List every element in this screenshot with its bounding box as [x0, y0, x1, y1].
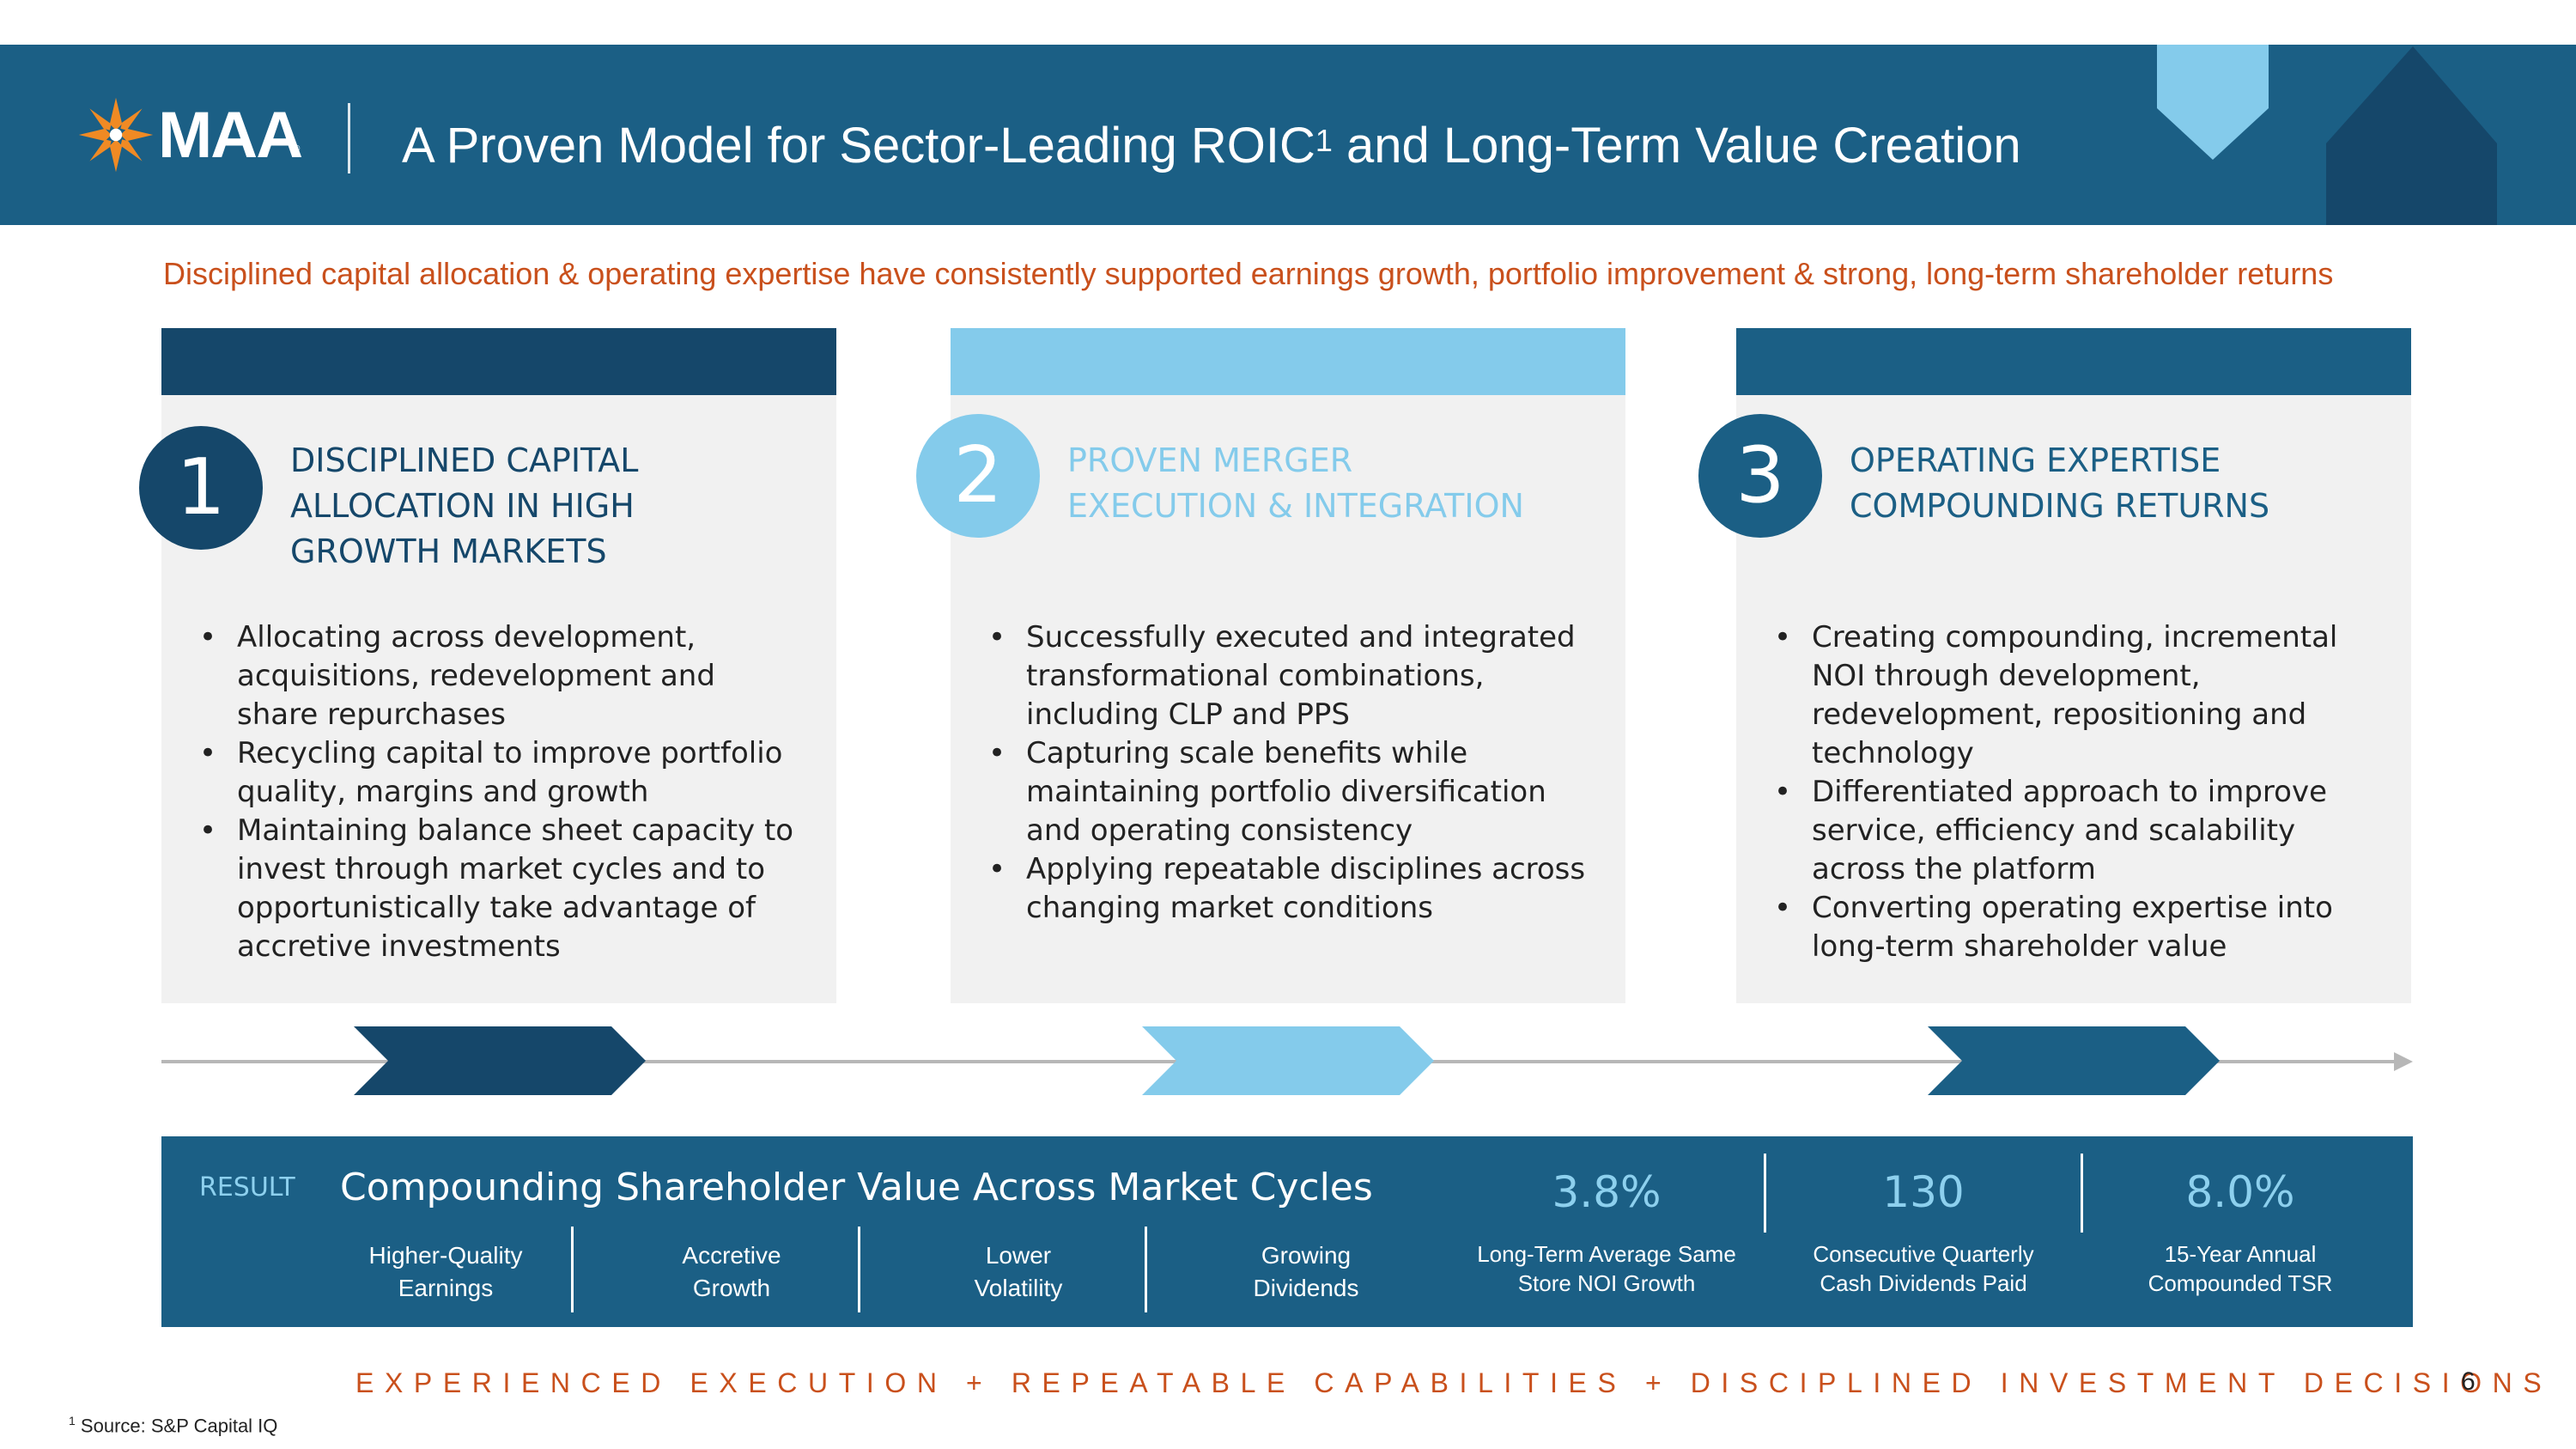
- chevron-icon-2: [1142, 1026, 1434, 1095]
- stat-value: 8.0%: [2185, 1167, 2295, 1217]
- stat-value: 130: [1882, 1167, 1965, 1217]
- result-divider: [571, 1227, 574, 1312]
- header-decoration: [2157, 45, 2497, 225]
- chevron-icon-1: [354, 1026, 646, 1095]
- logo-registered-mark: ®: [294, 144, 301, 154]
- stat-tsr: 8.0% 15-Year Annual Compounded TSR: [2099, 1162, 2382, 1298]
- chevron-icon-3: [1928, 1026, 2220, 1095]
- pillar-title-line: EXECUTION & INTEGRATION: [1067, 487, 1524, 525]
- stat-label: Consecutive Quarterly Cash Dividends Pai…: [1782, 1239, 2065, 1298]
- subtitle: Disciplined capital allocation & operati…: [163, 256, 2334, 291]
- pillar-title-line: GROWTH MARKETS: [290, 533, 607, 570]
- page-title: A Proven Model for Sector-Leading ROIC1 …: [402, 113, 2021, 179]
- pillar-number-badge: 1: [139, 426, 263, 550]
- pillar-title: DISCIPLINED CAPITAL ALLOCATION IN HIGH G…: [290, 438, 638, 575]
- pillar-number-badge: 3: [1698, 414, 1822, 538]
- pillar-title-line: DISCIPLINED CAPITAL: [290, 441, 639, 479]
- result-item: Growing Dividends: [1163, 1239, 1449, 1305]
- bullet-item: Capturing scale benefits while maintaini…: [988, 734, 1589, 850]
- pillar-title: PROVEN MERGER EXECUTION & INTEGRATION: [1067, 438, 1524, 529]
- result-divider: [858, 1227, 860, 1312]
- tagline: EXPERIENCED EXECUTION + REPEATABLE CAPAB…: [355, 1367, 2553, 1398]
- pillar-title-line: ALLOCATION IN HIGH: [290, 487, 635, 525]
- stat-label-line: Store NOI Growth: [1517, 1270, 1696, 1296]
- bullet-item: Successfully executed and integrated tra…: [988, 618, 1589, 734]
- logo-wordmark: MAA: [158, 99, 303, 172]
- result-item: Higher-Quality Earnings: [302, 1239, 589, 1305]
- footnote: 1 Source: S&P Capital IQ: [69, 1414, 277, 1437]
- page-number: 6: [2461, 1367, 2476, 1396]
- result-bar: RESULT Compounding Shareholder Value Acr…: [161, 1136, 2413, 1327]
- title-footnote-mark: 1: [1315, 123, 1333, 158]
- title-end: and Long-Term Value Creation: [1332, 118, 2021, 174]
- stat-divider: [2081, 1154, 2083, 1233]
- result-item-line: Volatility: [974, 1275, 1063, 1301]
- result-item: Accretive Growth: [588, 1239, 875, 1305]
- pillar-card-bar: [161, 328, 836, 395]
- bullet-item: Converting operating expertise into long…: [1774, 889, 2384, 966]
- pillar-bullet-list: Allocating across development, acquisiti…: [199, 618, 800, 966]
- result-label: RESULT: [199, 1172, 295, 1202]
- result-item-line: Dividends: [1253, 1275, 1359, 1301]
- pillar-card-bar: [1736, 328, 2411, 395]
- maa-logo-icon: [78, 97, 154, 173]
- bullet-item: Creating compounding, incremental NOI th…: [1774, 618, 2384, 773]
- result-item-line: Earnings: [398, 1275, 494, 1301]
- result-title: Compounding Shareholder Value Across Mar…: [340, 1166, 1373, 1209]
- pillar-card-bar: [951, 328, 1625, 395]
- stat-label-line: Compounded TSR: [2148, 1270, 2333, 1296]
- pillar-title: OPERATING EXPERTISE COMPOUNDING RETURNS: [1850, 438, 2269, 529]
- stat-noi-growth: 3.8% Long-Term Average Same Store NOI Gr…: [1465, 1162, 1748, 1298]
- pillar-card-2: 2 PROVEN MERGER EXECUTION & INTEGRATION …: [916, 328, 1625, 1003]
- result-item-line: Higher-Quality: [368, 1242, 523, 1269]
- header-divider: [348, 103, 350, 174]
- stat-label-line: Cash Dividends Paid: [1820, 1270, 2027, 1296]
- pillar-title-line: OPERATING EXPERTISE: [1850, 441, 2221, 479]
- bullet-item: Recycling capital to improve portfolio q…: [199, 734, 800, 812]
- pillar-bullet-list: Creating compounding, incremental NOI th…: [1774, 618, 2384, 966]
- pillar-card-1: 1 DISCIPLINED CAPITAL ALLOCATION IN HIGH…: [139, 328, 836, 1003]
- result-item-line: Accretive: [682, 1242, 781, 1269]
- timeline-arrowhead-icon: [2394, 1052, 2413, 1071]
- pillar-title-line: COMPOUNDING RETURNS: [1850, 487, 2270, 525]
- stat-divider: [1764, 1154, 1766, 1233]
- stat-label: Long-Term Average Same Store NOI Growth: [1465, 1239, 1748, 1298]
- stat-value: 3.8%: [1552, 1167, 1662, 1217]
- bullet-item: Allocating across development, acquisiti…: [199, 618, 800, 734]
- title-main: A Proven Model for Sector-Leading ROIC: [402, 118, 1315, 174]
- stat-dividends: 130 Consecutive Quarterly Cash Dividends…: [1782, 1162, 2065, 1298]
- stat-label-line: 15-Year Annual: [2164, 1241, 2317, 1267]
- pillar-number-badge: 2: [916, 414, 1040, 538]
- stat-label: 15-Year Annual Compounded TSR: [2099, 1239, 2382, 1298]
- bullet-item: Applying repeatable disciplines across c…: [988, 850, 1589, 928]
- stat-label-line: Consecutive Quarterly: [1813, 1241, 2034, 1267]
- header-bar: [0, 45, 2576, 225]
- footnote-text: Source: S&P Capital IQ: [80, 1415, 278, 1437]
- footnote-mark: 1: [69, 1414, 76, 1428]
- pillar-bullet-list: Successfully executed and integrated tra…: [988, 618, 1589, 928]
- pillar-card-3: 3 OPERATING EXPERTISE COMPOUNDING RETURN…: [1698, 328, 2411, 1003]
- stat-label-line: Long-Term Average Same: [1477, 1241, 1736, 1267]
- result-item-line: Growing: [1261, 1242, 1352, 1269]
- bullet-item: Maintaining balance sheet capacity to in…: [199, 812, 800, 966]
- result-divider: [1145, 1227, 1147, 1312]
- result-item-line: Lower: [985, 1242, 1052, 1269]
- result-item-line: Growth: [692, 1275, 771, 1301]
- bullet-item: Differentiated approach to improve servi…: [1774, 773, 2384, 889]
- light-blue-chevron-shape: [2157, 45, 2269, 160]
- result-item: Lower Volatility: [875, 1239, 1162, 1305]
- pillar-title-line: PROVEN MERGER: [1067, 441, 1353, 479]
- house-shape: [2326, 46, 2497, 225]
